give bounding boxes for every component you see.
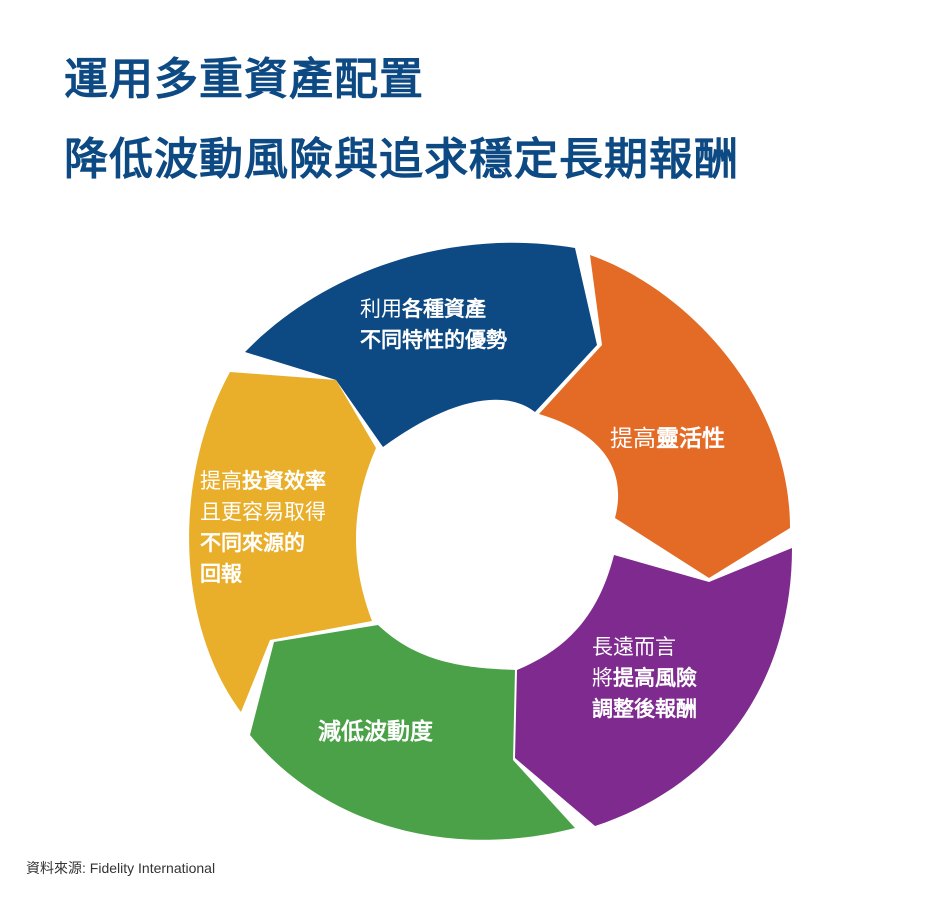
purple-line3: 調整後報酬 (592, 697, 697, 721)
source-note: 資料來源: Fidelity International (26, 860, 216, 876)
segment-green-text: 減低波動度 (318, 717, 433, 748)
segment-yellow (189, 372, 376, 712)
orange-line1-b: 靈活性 (656, 426, 725, 452)
segment-yellow-text: 提高投資效率 且更容易取得 不同來源的 回報 (200, 466, 326, 590)
segment-purple (515, 548, 792, 826)
yellow-line1-a: 提高 (200, 469, 242, 493)
purple-line1: 長遠而言 (592, 635, 676, 659)
blue-line1-b: 各種資產 (402, 297, 486, 321)
yellow-line4: 回報 (200, 562, 242, 586)
blue-line2: 不同特性的優勢 (360, 328, 507, 352)
yellow-line1-b: 投資效率 (242, 469, 326, 493)
segment-blue (245, 242, 597, 447)
purple-line2-b: 提高風險 (613, 666, 697, 690)
orange-line1-a: 提高 (610, 426, 656, 452)
segment-purple-text: 長遠而言 將提高風險 調整後報酬 (592, 632, 697, 725)
segment-green (250, 625, 575, 840)
title-line-2: 降低波動風險與追求穩定長期報酬 (64, 134, 739, 185)
yellow-line2: 且更容易取得 (200, 500, 326, 524)
title-line-1: 運用多重資產配置 (64, 54, 424, 105)
segment-orange-text: 提高靈活性 (610, 424, 725, 455)
center-hole (370, 420, 610, 660)
blue-line1-a: 利用 (360, 297, 402, 321)
segment-orange (539, 255, 790, 578)
yellow-line3: 不同來源的 (200, 531, 305, 555)
segment-blue-text: 利用各種資產 不同特性的優勢 (360, 294, 507, 356)
purple-line2-a: 將 (592, 666, 613, 690)
green-line1: 減低波動度 (318, 719, 433, 745)
